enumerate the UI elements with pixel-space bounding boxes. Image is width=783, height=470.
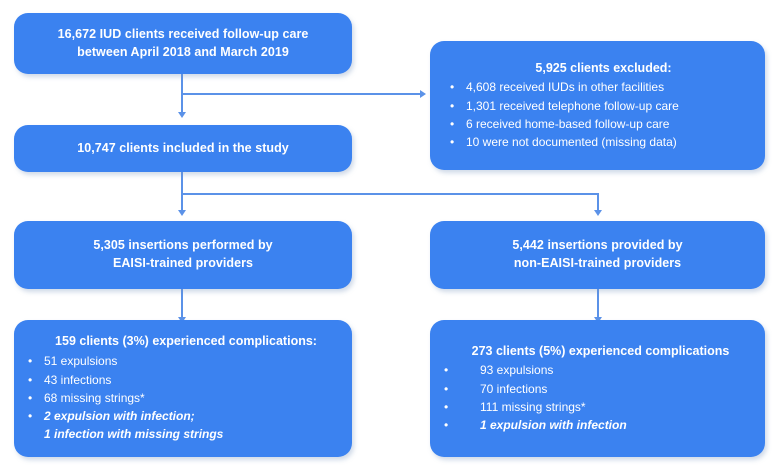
- list-item: • 70 infections: [444, 380, 757, 398]
- list-item-footnote: • 2 expulsion with infection; 1 infectio…: [28, 407, 344, 443]
- list-item-label: 68 missing strings*: [44, 390, 145, 405]
- bullet-icon: •: [444, 418, 449, 433]
- node-non-eaisi-outcomes: 273 clients (5%) experienced complicatio…: [430, 320, 765, 457]
- list-item: • 51 expulsions: [28, 352, 344, 370]
- list-item-footnote: • 1 expulsion with infection: [444, 416, 757, 434]
- list-item-label: 43 infections: [44, 372, 112, 387]
- node-enrolled-line1: 16,672 IUD clients received follow-up ca…: [57, 26, 309, 41]
- bullet-icon: •: [450, 135, 455, 150]
- list-item: • 43 infections: [28, 371, 344, 389]
- list-item: • 4,608 received IUDs in other facilitie…: [450, 78, 757, 96]
- list-item-label: 6 received home-based follow-up care: [466, 116, 670, 131]
- connector-eaisi-to-outcomes: [181, 289, 183, 321]
- list-item-label: 111 missing strings*: [480, 399, 586, 414]
- list-item-label: 1 expulsion with infection: [480, 418, 627, 433]
- list-item: • 10 were not documented (missing data): [450, 133, 757, 151]
- node-enrolled: 16,672 IUD clients received follow-up ca…: [14, 13, 352, 74]
- node-non-eaisi-group-line2: non-EAISI-trained providers: [513, 256, 682, 270]
- bullet-icon: •: [28, 354, 33, 369]
- list-item: • 68 missing strings*: [28, 389, 344, 407]
- arrowhead-included: [178, 112, 186, 118]
- node-enrolled-line2: between April 2018 and March 2019: [77, 44, 289, 59]
- bullet-icon: •: [28, 409, 33, 424]
- arrowhead-eaisi-group: [178, 210, 186, 216]
- list-item-label-continuation: 1 infection with missing strings: [44, 427, 224, 442]
- connector-split-horizontal: [181, 193, 599, 195]
- bullet-icon: •: [450, 98, 455, 113]
- connector-enrolled-to-excluded: [181, 93, 421, 95]
- list-item-label: 93 expulsions: [480, 363, 554, 378]
- node-included-line1: 10,747 clients included in the study: [77, 140, 289, 155]
- list-item-label: 1,301 received telephone follow-up care: [466, 98, 679, 113]
- list-item-label: 10 were not documented (missing data): [466, 135, 677, 150]
- node-included: 10,747 clients included in the study: [14, 125, 352, 172]
- node-eaisi-outcomes: 159 clients (3%) experienced complicatio…: [14, 320, 352, 457]
- bullet-icon: •: [444, 399, 449, 414]
- list-item-label: 2 expulsion with infection;: [44, 409, 195, 424]
- bullet-icon: •: [450, 80, 455, 95]
- node-excluded: 5,925 clients excluded: • 4,608 received…: [430, 41, 765, 170]
- node-eaisi-outcomes-list: • 51 expulsions • 43 infections • 68 mis…: [28, 352, 344, 443]
- connector-enrolled-to-included: [181, 74, 183, 116]
- bullet-icon: •: [28, 390, 33, 405]
- connector-non-eaisi-to-outcomes: [597, 289, 599, 321]
- bullet-icon: •: [450, 116, 455, 131]
- node-eaisi-group: 5,305 insertions performed by EAISI-trai…: [14, 221, 352, 289]
- list-item-label: 70 infections: [480, 381, 548, 396]
- list-item: • 93 expulsions: [444, 361, 757, 379]
- node-non-eaisi-outcomes-list: • 93 expulsions • 70 infections • 111 mi…: [444, 361, 757, 434]
- node-excluded-heading: 5,925 clients excluded:: [535, 60, 672, 75]
- list-item: • 111 missing strings*: [444, 398, 757, 416]
- node-eaisi-group-line2: EAISI-trained providers: [112, 256, 254, 270]
- arrowhead-excluded: [420, 90, 426, 98]
- node-non-eaisi-outcomes-heading: 273 clients (5%) experienced complicatio…: [471, 343, 730, 358]
- node-eaisi-outcomes-heading: 159 clients (3%) experienced complicatio…: [55, 334, 317, 349]
- list-item: • 1,301 received telephone follow-up car…: [450, 97, 757, 115]
- arrowhead-non-eaisi-group: [594, 210, 602, 216]
- list-item-label: 51 expulsions: [44, 354, 118, 369]
- list-item: • 6 received home-based follow-up care: [450, 115, 757, 133]
- connector-included-to-non-eaisi: [597, 193, 599, 214]
- node-excluded-list: • 4,608 received IUDs in other facilitie…: [450, 78, 757, 151]
- node-eaisi-group-line1: 5,305 insertions performed by: [93, 238, 273, 253]
- bullet-icon: •: [444, 381, 449, 396]
- node-non-eaisi-group: 5,442 insertions provided by non-EAISI-t…: [430, 221, 765, 289]
- bullet-icon: •: [28, 372, 33, 387]
- node-non-eaisi-group-line1: 5,442 insertions provided by: [512, 238, 683, 253]
- bullet-icon: •: [444, 363, 449, 378]
- list-item-label: 4,608 received IUDs in other facilities: [466, 80, 665, 95]
